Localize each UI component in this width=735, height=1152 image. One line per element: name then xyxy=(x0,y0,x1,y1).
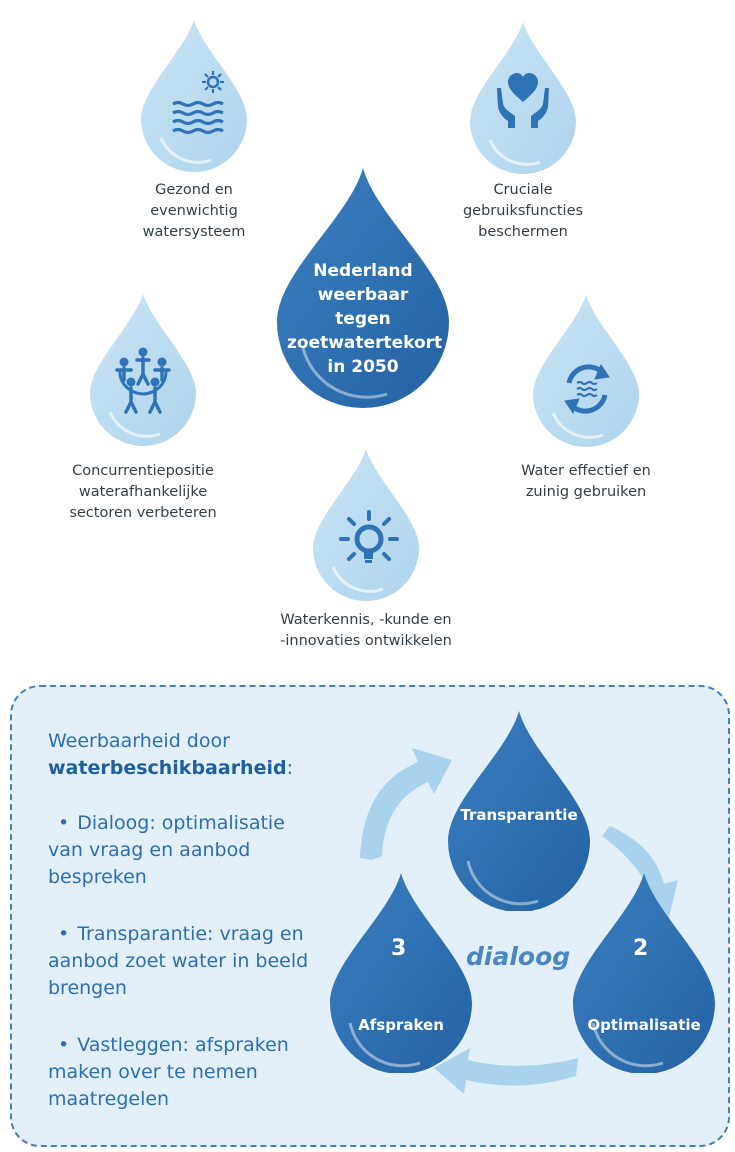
goal-drop-competitiveness xyxy=(90,294,196,446)
arrow-up-left-icon xyxy=(360,748,452,860)
panel-heading-bold: waterbeschikbaarheid xyxy=(48,757,287,779)
goal-drop-knowledge xyxy=(313,449,419,601)
bullet-text: Transparantie: vraag en aanbod zoet wate… xyxy=(48,923,309,999)
cycle-arrows xyxy=(360,748,678,1094)
cycle-drop-optimalisatie xyxy=(573,873,715,1073)
panel-bullet: •Dialoog: optimalisatie van vraag en aan… xyxy=(48,810,316,891)
cycle-center-text: dialoog xyxy=(466,942,571,971)
cycle-drop-afspraken xyxy=(330,873,472,1073)
arrow-down-right-icon xyxy=(602,826,678,922)
panel-heading: Weerbaarheid door waterbeschikbaarheid: xyxy=(48,728,338,782)
goal-label: Waterkennis, -kunde en -innovaties ontwi… xyxy=(280,612,452,649)
dialogue-panel xyxy=(10,685,730,1147)
cycle-step-number: 2 xyxy=(633,936,649,961)
hands-heart-icon xyxy=(497,73,549,128)
cycle-step-label: Transparantie xyxy=(460,806,578,824)
arrow-left-icon xyxy=(434,1048,578,1094)
panel-heading-suffix: : xyxy=(286,757,293,779)
goal-label: Gezond en evenwichtig watersysteem xyxy=(142,182,246,240)
goal-drop-efficient-use xyxy=(533,295,639,447)
bullet-text: Dialoog: optimalisatie van vraag en aanb… xyxy=(48,812,285,888)
goal-drop-crucial-functions xyxy=(470,22,576,174)
central-goal-drop xyxy=(277,168,449,408)
central-goal-text: Nederland weerbaar tegen zoetwatertekort… xyxy=(287,261,443,377)
bullet-mark: • xyxy=(58,923,70,945)
cycle-step-label: Optimalisatie xyxy=(587,1016,701,1034)
recycle-water-icon xyxy=(564,363,610,415)
bullet-mark: • xyxy=(58,1034,70,1056)
cycle-step-number: 3 xyxy=(391,936,407,961)
panel-bullet: •Vastleggen: afspraken maken over te nem… xyxy=(48,1032,316,1113)
people-circle-icon xyxy=(115,347,171,414)
panel-heading-text: Weerbaarheid door xyxy=(48,730,230,752)
cycle-drop-transparantie xyxy=(448,711,590,911)
lightbulb-icon xyxy=(339,510,399,563)
cycle-step-label: Afspraken xyxy=(358,1016,444,1034)
goal-label: Concurrentiepositie waterafhankelijke se… xyxy=(69,463,217,521)
goal-label: Water effectief en zuinig gebruiken xyxy=(521,463,651,500)
bullet-text: Vastleggen: afspraken maken over te neme… xyxy=(48,1034,289,1110)
bullet-mark: • xyxy=(58,812,70,834)
goal-drop-healthy-water xyxy=(141,20,247,172)
goal-label: Cruciale gebruiksfuncties beschermen xyxy=(462,182,584,240)
panel-bullet: •Transparantie: vraag en aanbod zoet wat… xyxy=(48,921,316,1002)
sun-water-icon xyxy=(172,71,224,135)
